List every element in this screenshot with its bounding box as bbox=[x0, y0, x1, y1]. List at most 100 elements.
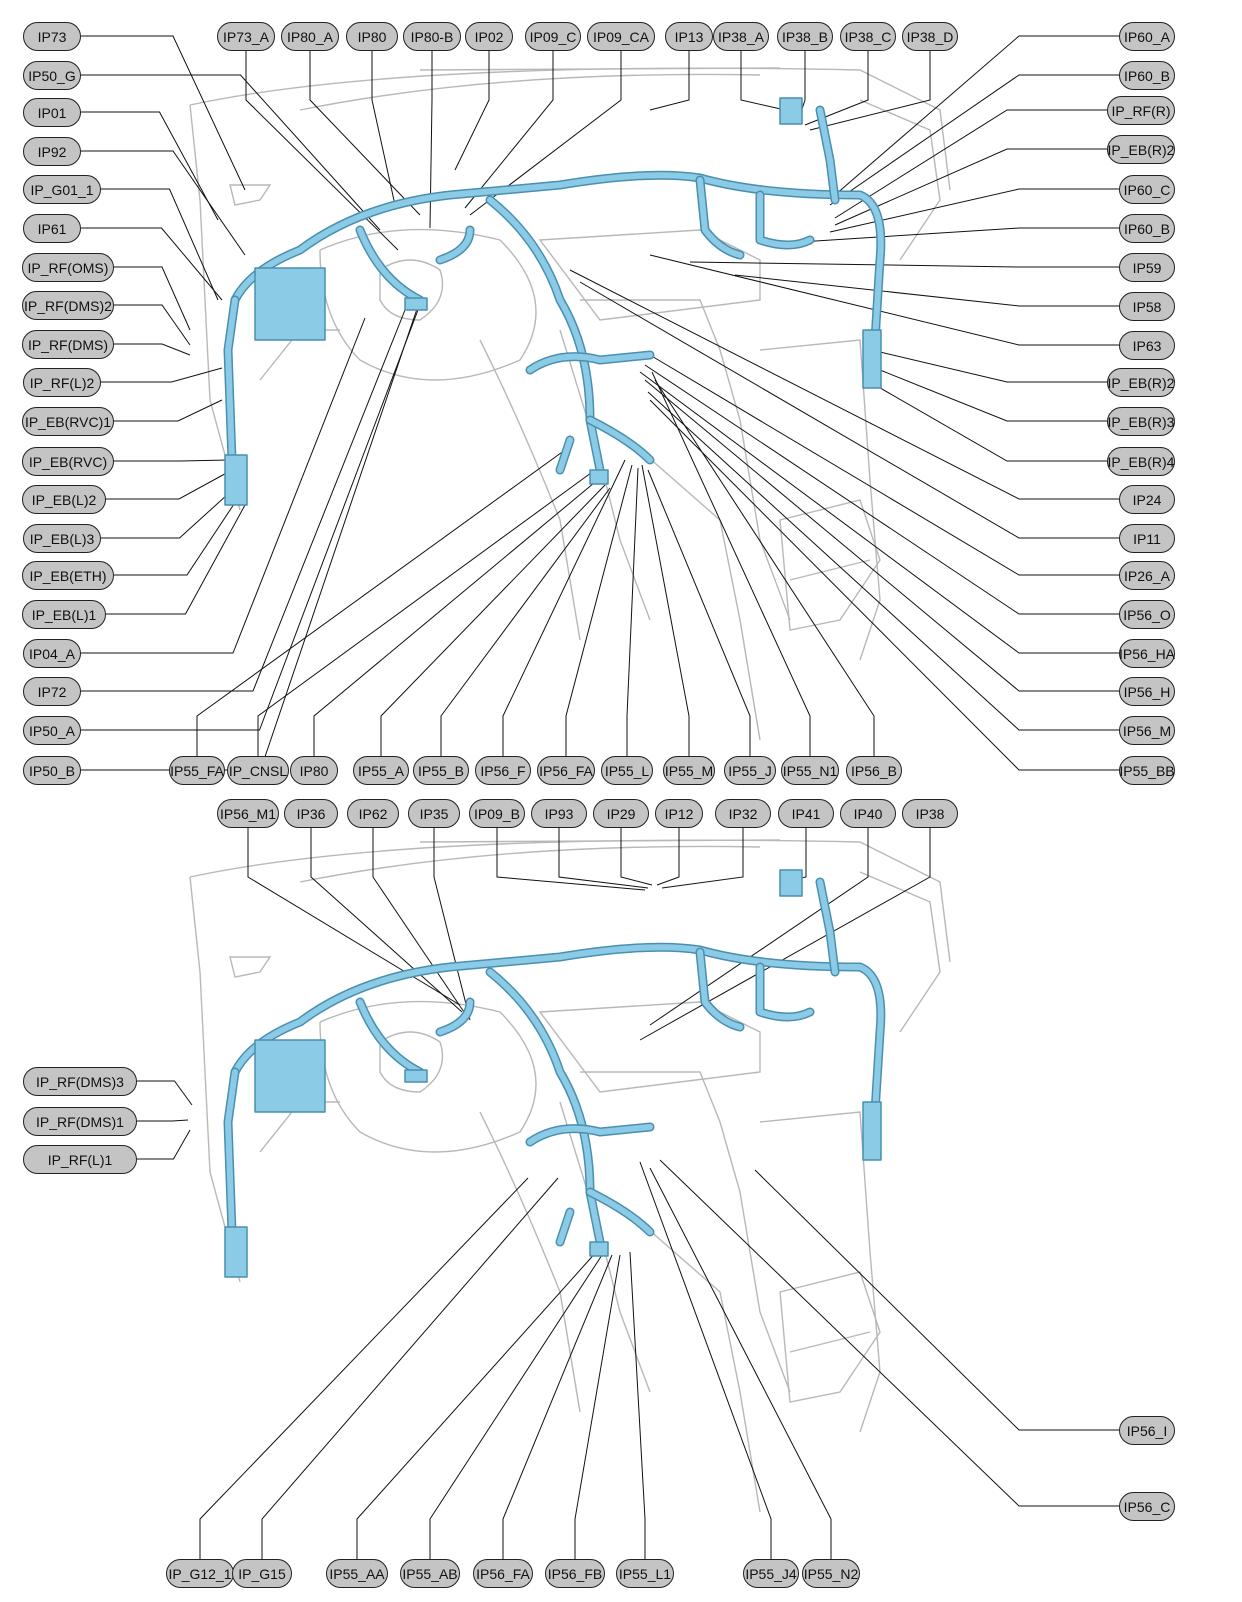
leader-line bbox=[440, 487, 611, 756]
leader-line bbox=[114, 494, 241, 576]
leader-line bbox=[81, 309, 406, 692]
connector-label: IP56_F bbox=[475, 756, 531, 785]
leader-line bbox=[834, 35, 1119, 196]
leader-line bbox=[101, 188, 219, 301]
leader-line bbox=[81, 74, 381, 231]
connector-label: IP_RF(DMS)3 bbox=[23, 1067, 137, 1096]
leader-line bbox=[649, 827, 869, 1026]
connector-label: IP_RF(OMS) bbox=[22, 253, 114, 282]
leader-line bbox=[81, 299, 421, 771]
leader-line bbox=[81, 317, 366, 654]
leader-line bbox=[114, 399, 223, 422]
leader-line bbox=[137, 1119, 189, 1122]
leader-line bbox=[257, 469, 596, 756]
connector-label: IP_RF(DMS)2 bbox=[22, 291, 114, 320]
connector-label: IP61 bbox=[23, 214, 81, 243]
leader-line bbox=[433, 827, 471, 1021]
connector-label: IP93 bbox=[531, 799, 587, 828]
leader-line bbox=[569, 269, 1119, 500]
leader-line bbox=[114, 304, 191, 346]
connector-label: IP60_B bbox=[1119, 214, 1175, 243]
leader-line bbox=[502, 459, 626, 756]
leader-line bbox=[380, 484, 606, 756]
connector-label: IP72 bbox=[23, 677, 81, 706]
leader-line bbox=[620, 827, 653, 886]
connector-label: IP_CNSL bbox=[227, 756, 289, 785]
connector-label: IP92 bbox=[23, 137, 81, 166]
connector-label: IP55_L1 bbox=[616, 1559, 674, 1588]
leader-line bbox=[644, 364, 1119, 615]
connector-label: IP26_A bbox=[1119, 561, 1175, 590]
connector-label: IP38 bbox=[902, 799, 958, 828]
connector-label: IP02 bbox=[465, 22, 513, 51]
connector-label: IP_EB(R)4 bbox=[1107, 447, 1175, 476]
leader-line bbox=[829, 74, 1119, 206]
connector-label: IP56_M1 bbox=[217, 799, 279, 828]
leader-line bbox=[649, 399, 1119, 771]
connector-label: IP56_C bbox=[1119, 1492, 1175, 1521]
connector-label: IP55_L bbox=[601, 756, 653, 785]
connector-label: IP50_B bbox=[23, 756, 81, 785]
leader-line bbox=[689, 261, 1119, 268]
leader-line bbox=[261, 1177, 559, 1559]
leader-line bbox=[101, 484, 239, 539]
connector-label: IP09_B bbox=[469, 799, 525, 828]
leader-line bbox=[371, 50, 396, 206]
leader-line bbox=[429, 1254, 603, 1559]
connector-label: IP13 bbox=[665, 22, 713, 51]
connector-label: IP_EB(RVC)1 bbox=[22, 407, 114, 436]
connector-label: IP55_N1 bbox=[781, 756, 839, 785]
leader-line bbox=[114, 459, 229, 462]
connector-label: IP35 bbox=[408, 799, 460, 828]
leader-line bbox=[454, 50, 490, 171]
leader-line bbox=[81, 309, 419, 731]
connector-label: IP11 bbox=[1119, 524, 1175, 553]
connector-label: IP55_J bbox=[724, 756, 776, 785]
connector-label: IP58 bbox=[1119, 292, 1175, 321]
leader-line bbox=[639, 371, 1119, 654]
leader-line bbox=[106, 504, 246, 615]
leader-line bbox=[372, 827, 467, 1016]
leader-line bbox=[81, 111, 219, 221]
connector-label: IP56_O bbox=[1119, 600, 1175, 629]
connector-label: IP09_C bbox=[525, 22, 581, 51]
connector-label: IP56_H bbox=[1119, 677, 1175, 706]
connector-label: IP01 bbox=[23, 98, 81, 127]
connector-label: IP60_A bbox=[1119, 22, 1175, 51]
connector-label: IP_EB(R)2 bbox=[1107, 135, 1175, 164]
leader-line bbox=[496, 827, 646, 891]
leader-line bbox=[799, 227, 1119, 243]
connector-label: IP_EB(RVC) bbox=[22, 447, 114, 476]
leader-line bbox=[734, 274, 1119, 307]
leader-line bbox=[114, 266, 191, 331]
leader-line bbox=[661, 827, 744, 889]
leader-line bbox=[834, 148, 1107, 226]
connector-label: IP55_AA bbox=[326, 1559, 388, 1588]
connector-label: IP50_A bbox=[23, 716, 81, 745]
leader-line bbox=[626, 467, 639, 756]
leader-line bbox=[647, 469, 751, 756]
connector-label: IP56_M bbox=[1119, 716, 1175, 745]
connector-label: IP04_A bbox=[23, 639, 81, 668]
connector-label: IP63 bbox=[1119, 331, 1175, 360]
connector-label: IP38_D bbox=[902, 22, 958, 51]
connector-label: IP24 bbox=[1119, 485, 1175, 514]
connector-label: IP_RF(L)2 bbox=[23, 368, 101, 397]
leader-line bbox=[81, 35, 246, 191]
connector-label: IP_EB(L)2 bbox=[22, 485, 106, 514]
leader-line bbox=[469, 50, 622, 216]
connector-label: IP55_BB bbox=[1119, 756, 1175, 785]
leader-line bbox=[309, 50, 421, 216]
leader-line bbox=[647, 391, 1119, 731]
connector-label: IP_RF(L)1 bbox=[23, 1145, 137, 1174]
connector-label: IP32 bbox=[715, 799, 771, 828]
connector-label: IP50_G bbox=[23, 61, 81, 90]
connector-label: IP80_A bbox=[281, 22, 339, 51]
connector-label: IP29 bbox=[593, 799, 649, 828]
leader-line bbox=[356, 1249, 599, 1559]
connector-label: IP56_FB bbox=[545, 1559, 605, 1588]
leader-line bbox=[740, 50, 786, 111]
leader-line bbox=[101, 367, 223, 383]
leader-line bbox=[310, 827, 463, 1013]
